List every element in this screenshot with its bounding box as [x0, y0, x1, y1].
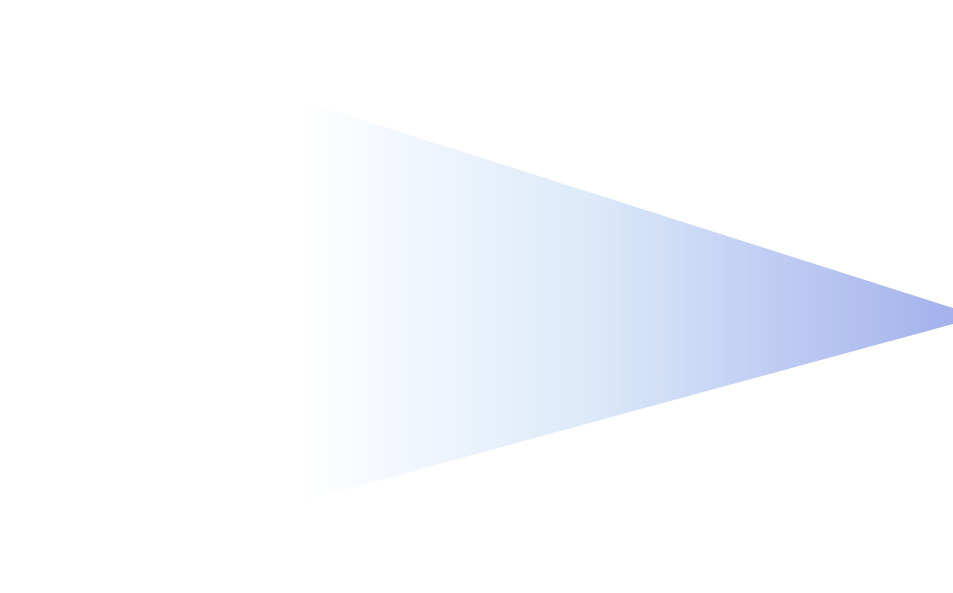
gradient-wedge-shape	[300, 100, 953, 502]
